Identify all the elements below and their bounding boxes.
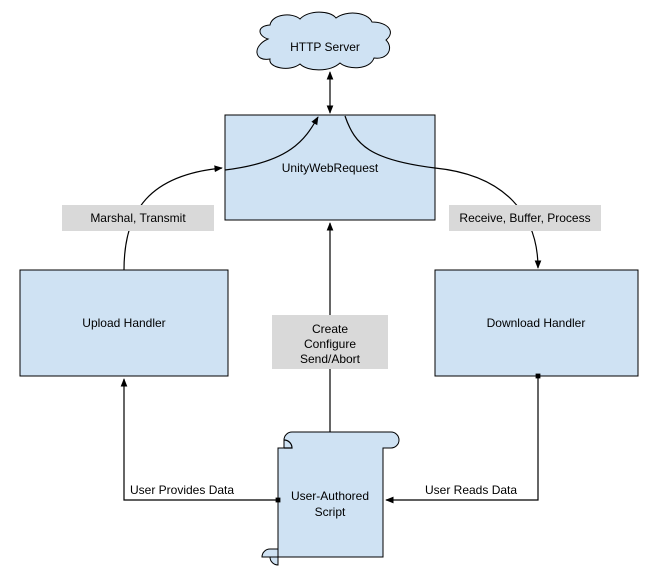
upload-curve-arrow xyxy=(123,165,223,271)
receive-buffer-process-text: Receive, Buffer, Process xyxy=(459,211,590,225)
user-reads-data-label: User Reads Data xyxy=(425,483,517,497)
download-handler-label: Download Handler xyxy=(487,316,586,330)
user-script-label-line2: Script xyxy=(315,505,346,519)
marshal-transmit-text: Marshal, Transmit xyxy=(90,211,186,225)
marshal-transmit-label: Marshal, Transmit xyxy=(62,205,214,231)
unitywebrequest-node: UnityWebRequest xyxy=(224,114,436,221)
cloud-shape xyxy=(256,11,391,71)
download-script-connector xyxy=(385,373,541,504)
receive-buffer-process-label: Receive, Buffer, Process xyxy=(449,205,601,231)
unitywebrequest-label: UnityWebRequest xyxy=(282,161,379,175)
user-provides-data-label: User Provides Data xyxy=(130,483,234,497)
user-script-node: User-Authored Script xyxy=(261,431,400,566)
download-handler-node: Download Handler xyxy=(434,269,639,377)
user-script-label-line1: User-Authored xyxy=(291,489,369,503)
create-configure-label: Create Configure Send/Abort xyxy=(272,315,388,369)
upload-inner-arrow xyxy=(224,116,319,171)
configure-text: Configure xyxy=(304,337,356,351)
upload-handler-label: Upload Handler xyxy=(82,316,165,330)
http-server-node: HTTP Server xyxy=(256,11,391,71)
upload-handler-node: Upload Handler xyxy=(19,269,229,377)
script-upload-connector xyxy=(120,378,281,503)
http-server-label: HTTP Server xyxy=(290,40,360,54)
create-text: Create xyxy=(312,322,348,336)
download-inner-curve xyxy=(344,115,436,169)
send-abort-text: Send/Abort xyxy=(300,352,361,366)
download-curve-arrow xyxy=(434,167,542,269)
